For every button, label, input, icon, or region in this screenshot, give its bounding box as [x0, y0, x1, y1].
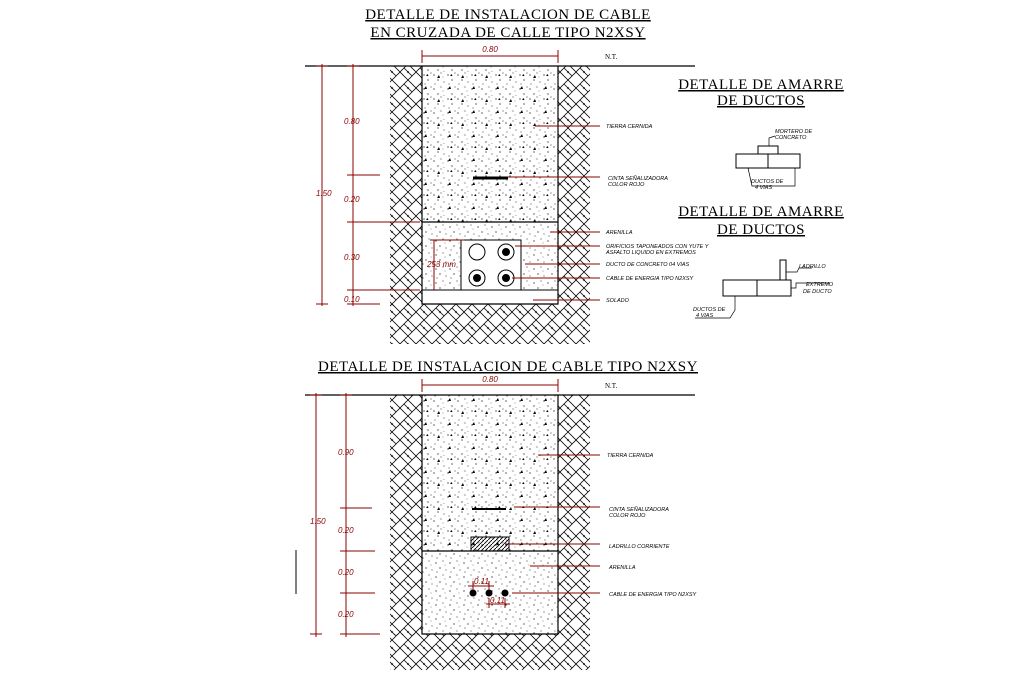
- lower-depth-1: 0.90: [338, 448, 354, 457]
- upper-depth-3: 0.30: [344, 253, 360, 262]
- lower-title: DETALLE DE INSTALACION DE CABLE TIPO N2X…: [318, 359, 698, 375]
- label-solado: SOLADO: [606, 298, 630, 304]
- label-tierra-cernida: TIERRA CERNIDA: [606, 124, 653, 130]
- amarre1-title-line1: DETALLE DE AMARRE: [678, 77, 844, 93]
- upper-depth-1: 0.80: [344, 117, 360, 126]
- lower-label-cinta: CINTA SEÑALIZADORA: [609, 506, 669, 513]
- upper-duct-dim: 253 mm: [426, 260, 456, 269]
- upper-section-detail: DETALLE DE INSTALACION DE CABLE EN CRUZA…: [305, 7, 709, 344]
- amarre2-label-extremo: EXTREMO: [806, 282, 834, 288]
- amarre2-label-ladrillo: LADRILLO: [799, 264, 826, 270]
- lower-depth-2: 0.20: [338, 526, 354, 535]
- amarre2-title-line1: DETALLE DE AMARRE: [678, 204, 844, 220]
- amarre1-label-ductos: DUCTOS DE: [751, 179, 784, 185]
- amarre2-label-vias: 4 VIAS: [696, 313, 713, 319]
- amarre2-label-ductos: DUCTOS DE: [693, 307, 726, 313]
- amarre1-title-line2: DE DUCTOS: [717, 93, 805, 109]
- lower-label-cable: CABLE DE ENERGIA TIPO N2XSY: [609, 592, 697, 598]
- label-ducto-concreto: DUCTO DE CONCRETO 04 VIAS: [606, 262, 690, 268]
- amarre1-label-vias: 4 VIAS: [755, 185, 772, 191]
- amarre2-label-de-ducto: DE DUCTO: [803, 289, 832, 295]
- lower-depth-4: 0.20: [338, 610, 354, 619]
- lower-spacing-dim-1: 0.11: [474, 577, 489, 586]
- amarre2-title-line2: DE DUCTOS: [717, 222, 805, 238]
- label-cable-energia: CABLE DE ENERGIA TIPO N2XSY: [606, 276, 694, 282]
- lower-width-dim: 0.80: [482, 375, 498, 384]
- label-orificios: ORIFICIOS TAPONEADOS CON YUTE Y: [606, 244, 709, 250]
- lower-label-color-rojo: COLOR ROJO: [609, 513, 646, 519]
- label-color-rojo: COLOR ROJO: [608, 182, 645, 188]
- label-asfalto: ASFALTO LIQUIDO EN EXTREMOS: [605, 250, 696, 256]
- upper-ground-label: N.T.: [605, 53, 618, 61]
- label-arenilla: ARENILLA: [605, 230, 633, 236]
- upper-depth-2: 0.20: [344, 195, 360, 204]
- lower-total-depth: 1.50: [310, 517, 326, 526]
- amarre1-label-concreto: CONCRETO: [775, 135, 807, 141]
- lower-ground-label: N.T.: [605, 382, 618, 390]
- upper-total-depth: 1.50: [316, 189, 332, 198]
- lower-depth-3: 0.20: [338, 568, 354, 577]
- lower-label-tierra-cernida: TIERRA CERNIDA: [607, 453, 654, 459]
- upper-title-line1: DETALLE DE INSTALACION DE CABLE: [365, 7, 651, 23]
- amarre-detail-1: DETALLE DE AMARRE DE DUCTOS MORTERO DE C…: [678, 77, 844, 191]
- upper-width-dim: 0.80: [482, 45, 498, 54]
- lower-label-arenilla: ARENILLA: [608, 565, 636, 571]
- amarre-detail-2: DETALLE DE AMARRE DE DUCTOS LADRILLO EXT…: [678, 204, 844, 319]
- lower-spacing-dim-2: 0.11: [490, 596, 505, 605]
- amarre1-label-mortero: MORTERO DE: [775, 129, 813, 135]
- lower-section-detail: DETALLE DE INSTALACION DE CABLE TIPO N2X…: [295, 359, 698, 670]
- lower-label-ladrillo: LADRILLO CORRIENTE: [609, 544, 670, 550]
- label-cinta-senalizadora: CINTA SEÑALIZADORA: [608, 175, 668, 182]
- upper-depth-4: 0.10: [344, 295, 360, 304]
- upper-title-line2: EN CRUZADA DE CALLE TIPO N2XSY: [370, 25, 645, 41]
